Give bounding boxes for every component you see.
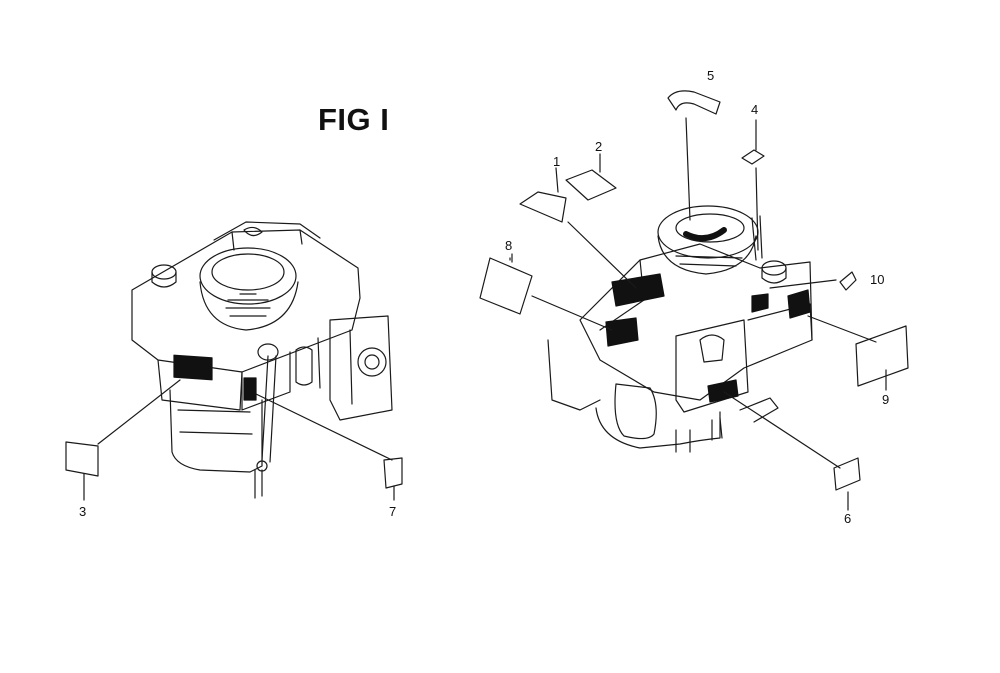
left-leaders [83,379,395,501]
right-engine [547,205,813,453]
label-plate-3 [65,441,99,477]
decal-7-location [243,377,257,401]
right-leaders [509,117,887,511]
label-plate-9 [855,325,909,387]
label-plate-10 [839,271,857,291]
left-engine [131,221,393,499]
label-plate-8 [479,257,533,315]
callout-9: 9 [882,392,889,407]
callout-6: 6 [844,511,851,526]
label-plate-6 [833,457,861,491]
label-plate-5 [667,90,721,115]
callout-2: 2 [595,139,602,154]
callout-3: 3 [79,504,86,519]
decal-10-location [751,293,769,313]
decal-9-location [787,289,811,319]
left-mount-leg [254,469,263,499]
callout-7: 7 [389,504,396,519]
callout-8: 8 [505,238,512,253]
callout-4: 4 [751,102,758,117]
label-plate-7 [383,457,403,489]
label-plate-2 [565,169,617,201]
label-plate-1 [519,191,567,223]
label-plate-4 [741,149,765,165]
figure-title: FIG I [318,102,390,137]
callout-5: 5 [707,68,714,83]
decal-1-location [611,273,665,307]
callout-1: 1 [553,154,560,169]
decal-8-location [605,317,639,347]
callout-10: 10 [870,272,884,287]
decal-3-location [173,354,213,381]
